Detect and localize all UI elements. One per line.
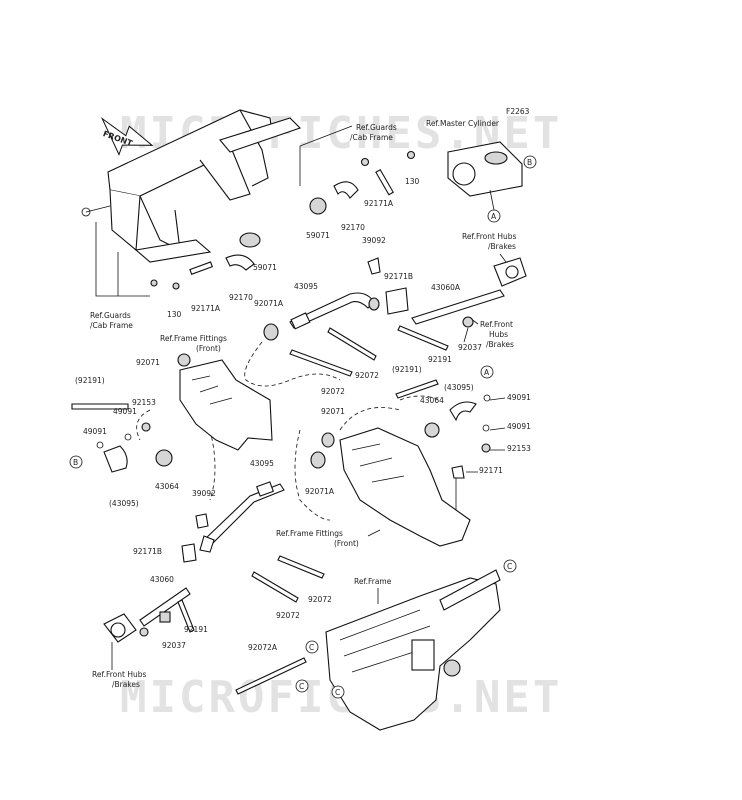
- callout-b-left: B: [73, 458, 78, 467]
- front-hub-top: [493, 253, 527, 287]
- part-92072A: 92072A: [248, 643, 278, 652]
- ref-frame-fittings-bot-2: (Front): [334, 539, 359, 548]
- part-92171A-top: 92171A: [364, 199, 394, 208]
- ref-guards-left-1: Ref.Guards: [90, 311, 131, 320]
- part-43095-right: (43095): [444, 383, 474, 392]
- ref-guards-left-2: /Cab Frame: [90, 321, 133, 330]
- part-92171B-bot: 92171B: [133, 547, 162, 556]
- ref-front-hubs-bot-2: /Brakes: [112, 680, 140, 689]
- part-43095-top: 43095: [294, 282, 318, 291]
- part-43095-mid: 43095: [250, 459, 274, 468]
- part-92191-bot: 92191: [184, 625, 208, 634]
- clamp-top: [309, 150, 416, 215]
- ref-frame-fittings-bot-1: Ref.Frame Fittings: [276, 529, 343, 538]
- part-59071-top: 59071: [306, 231, 330, 240]
- callout-c-left: C: [309, 643, 314, 652]
- part-92072-d: 92072: [276, 611, 300, 620]
- frame-fitting-left: [177, 353, 273, 451]
- part-49091-a: 49091: [113, 407, 137, 416]
- part-92191-right: (92191): [392, 365, 422, 374]
- callout-b-top: B: [527, 158, 532, 167]
- frame-lower: [325, 569, 501, 731]
- part-92037-top: 92037: [458, 343, 482, 352]
- part-130-top: 130: [405, 177, 420, 186]
- ref-front-hubs-top-2: /Brakes: [488, 242, 516, 251]
- part-92153-left: 92153: [132, 398, 156, 407]
- part-92072-b: 92072: [355, 371, 379, 380]
- part-92072-c: 92072: [308, 595, 332, 604]
- clamp-left: [150, 232, 261, 290]
- part-130-left: 130: [167, 310, 182, 319]
- part-49091-d: 49091: [507, 422, 531, 431]
- part-49091-c: 49091: [507, 393, 531, 402]
- part-43064-left: 43064: [155, 482, 179, 491]
- callout-c-right: C: [507, 562, 512, 571]
- frame-fitting-right: [310, 427, 471, 547]
- part-92037-bot: 92037: [162, 641, 186, 650]
- callout-c-bottom-1: C: [299, 682, 304, 691]
- part-92191-top: 92191: [428, 355, 452, 364]
- part-59071-left: 59071: [253, 263, 277, 272]
- callout-a-right: A: [484, 368, 490, 377]
- cab-frame-guard: [81, 109, 302, 263]
- ref-front-hubs-mid-2: Hubs: [489, 330, 508, 339]
- ref-frame-fittings-top-1: Ref.Frame Fittings: [160, 334, 227, 343]
- part-92071A-mid: 92071A: [305, 487, 335, 496]
- part-92170-top: 92170: [341, 223, 365, 232]
- part-39092-top: 39092: [362, 236, 386, 245]
- part-92191-left: (92191): [75, 376, 105, 385]
- part-43060A: 43060A: [431, 283, 461, 292]
- part-39092-bot: 39092: [192, 489, 216, 498]
- ref-front-hubs-mid-1: Ref.Front: [480, 320, 513, 329]
- part-92170-left: 92170: [229, 293, 253, 302]
- part-92171A-left: 92171A: [191, 304, 221, 313]
- ref-front-hubs-mid-3: /Brakes: [486, 340, 514, 349]
- ref-master-cylinder: Ref.Master Cylinder: [426, 119, 500, 128]
- ref-frame: Ref.Frame: [354, 577, 392, 586]
- ref-frame-fittings-top-2: (Front): [196, 344, 221, 353]
- callout-c-bottom-2: C: [335, 688, 340, 697]
- part-92071A-top: 92071A: [254, 299, 284, 308]
- diagram-code: F2263: [506, 107, 530, 116]
- ref-guards-top-1: Ref.Guards: [356, 123, 397, 132]
- ref-guards-top-2: /Cab Frame: [350, 133, 393, 142]
- callout-a-top: A: [491, 212, 497, 221]
- front-hub-bottom: [103, 613, 149, 643]
- part-43060: 43060: [150, 575, 174, 584]
- part-49091-b: 49091: [83, 427, 107, 436]
- part-92072-a: 92072: [321, 387, 345, 396]
- part-92071-left: 92071: [136, 358, 160, 367]
- part-92171: 92171: [479, 466, 503, 475]
- master-cylinder: [447, 141, 523, 211]
- part-92071-mid: 92071: [321, 407, 345, 416]
- part-43064-right: 43064: [420, 396, 444, 405]
- ref-front-hubs-bot-1: Ref.Front Hubs: [92, 670, 146, 679]
- part-92153-right: 92153: [507, 444, 531, 453]
- ref-front-hubs-top-1: Ref.Front Hubs: [462, 232, 516, 241]
- part-92171B-top: 92171B: [384, 272, 413, 281]
- part-43095-left: (43095): [109, 499, 139, 508]
